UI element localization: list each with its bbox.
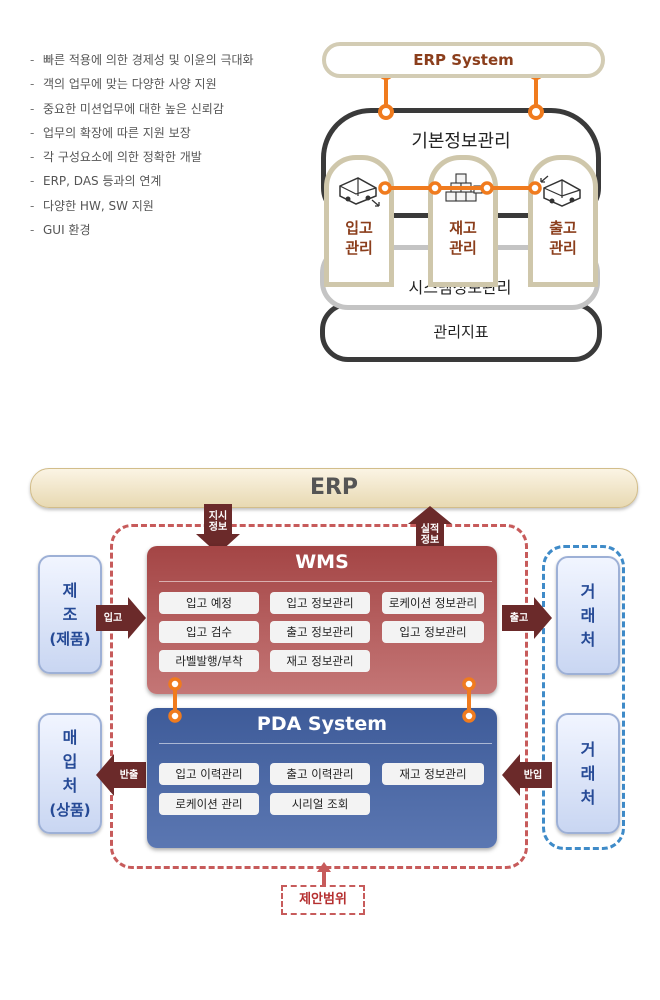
partner-group-border <box>542 545 625 850</box>
pda-item: 로케이션 관리 <box>159 793 259 815</box>
indicator-ring: 관리지표 <box>320 302 602 362</box>
module-stock-label: 재고 관리 <box>449 219 477 257</box>
divider <box>159 743 492 744</box>
feature-item: -중요한 미션업무에 대한 높은 신뢰감 <box>30 101 224 116</box>
result-label: 실적 정보 <box>420 524 440 546</box>
erp-bar: ERP <box>30 468 638 508</box>
instruction-arrow <box>196 504 240 554</box>
proposal-scope-tag: 제안범위 <box>281 885 365 915</box>
pda-item: 입고 이력관리 <box>159 763 259 785</box>
outbound-label: 출고 <box>509 613 529 624</box>
carry-out-arrow <box>96 754 146 796</box>
divider <box>159 581 492 582</box>
carry-out-label: 반출 <box>119 770 139 781</box>
wms-title: WMS <box>295 551 349 573</box>
wms-item: 재고 정보관리 <box>270 650 370 672</box>
wms-pda-connectors <box>168 677 476 723</box>
connector-dot <box>528 104 544 120</box>
pda-item: 출고 이력관리 <box>270 763 370 785</box>
feature-item: -업무의 확장에 따른 지원 보장 <box>30 125 191 140</box>
wms-item: 입고 정보관리 <box>270 592 370 614</box>
basic-info-label: 기본정보관리 <box>411 131 511 152</box>
pda-panel: PDA System 입고 이력관리 출고 이력관리 재고 정보관리 로케이션 … <box>147 708 497 848</box>
module-stock: 재고 관리 <box>428 155 498 287</box>
carry-in-arrow <box>502 754 552 796</box>
pda-item: 시리얼 조회 <box>270 793 370 815</box>
partner-box-bottom: 거 래 처 <box>556 713 620 834</box>
result-arrow <box>408 506 452 554</box>
feature-item: -ERP, DAS 등과의 연계 <box>30 174 162 189</box>
module-inbound-label: 입고 관리 <box>345 219 373 257</box>
pda-title: PDA System <box>256 713 388 735</box>
feature-item: -객의 업무에 맞는 다양한 사양 지원 <box>30 77 217 92</box>
manufacturing-box: 제 조 (제품) <box>38 555 102 674</box>
wms-item: 출고 정보관리 <box>270 621 370 643</box>
wms-item: 입고 검수 <box>159 621 259 643</box>
connector-dot <box>378 104 394 120</box>
inbound-arrow <box>96 597 146 639</box>
wms-item: 로케이션 정보관리 <box>382 592 484 614</box>
outbound-arrow <box>502 597 552 639</box>
erp-system-pill: ERP System <box>322 42 605 78</box>
purchase-box: 매 입 처 (상품) <box>38 713 102 834</box>
module-outbound-label: 출고 관리 <box>549 219 577 257</box>
module-outbound: 출고 관리 <box>528 155 598 287</box>
truck-out-icon <box>540 175 581 207</box>
feature-item: -GUI 환경 <box>30 223 91 238</box>
inbound-label: 입고 <box>103 613 123 624</box>
partner-box-top: 거 래 처 <box>556 556 620 675</box>
truck-in-icon <box>339 177 380 207</box>
module-connectors <box>378 181 542 195</box>
wms-item: 입고 예정 <box>159 592 259 614</box>
proposal-scope-border <box>110 524 528 869</box>
instruction-label: 지시 정보 <box>208 511 228 533</box>
module-inbound: 입고 관리 <box>324 155 394 287</box>
indicator-label: 관리지표 <box>433 323 489 341</box>
wms-item: 라벨발행/부착 <box>159 650 259 672</box>
pda-item: 재고 정보관리 <box>382 763 484 785</box>
feature-item: -각 구성요소에 의한 정확한 개발 <box>30 150 202 165</box>
scope-pointer <box>317 862 331 886</box>
carry-in-label: 반입 <box>523 770 543 781</box>
wms-item: 입고 정보관리 <box>382 621 484 643</box>
feature-list: -빠른 적용에 의한 경제성 및 이윤의 극대화 -객의 업무에 맞는 다양한 … <box>30 48 310 242</box>
wms-panel: WMS 입고 예정 입고 정보관리 로케이션 정보관리 입고 검수 출고 정보관… <box>147 546 497 694</box>
feature-item: -빠른 적용에 의한 경제성 및 이윤의 극대화 <box>30 53 254 67</box>
feature-item: -다양한 HW, SW 지원 <box>30 198 154 213</box>
